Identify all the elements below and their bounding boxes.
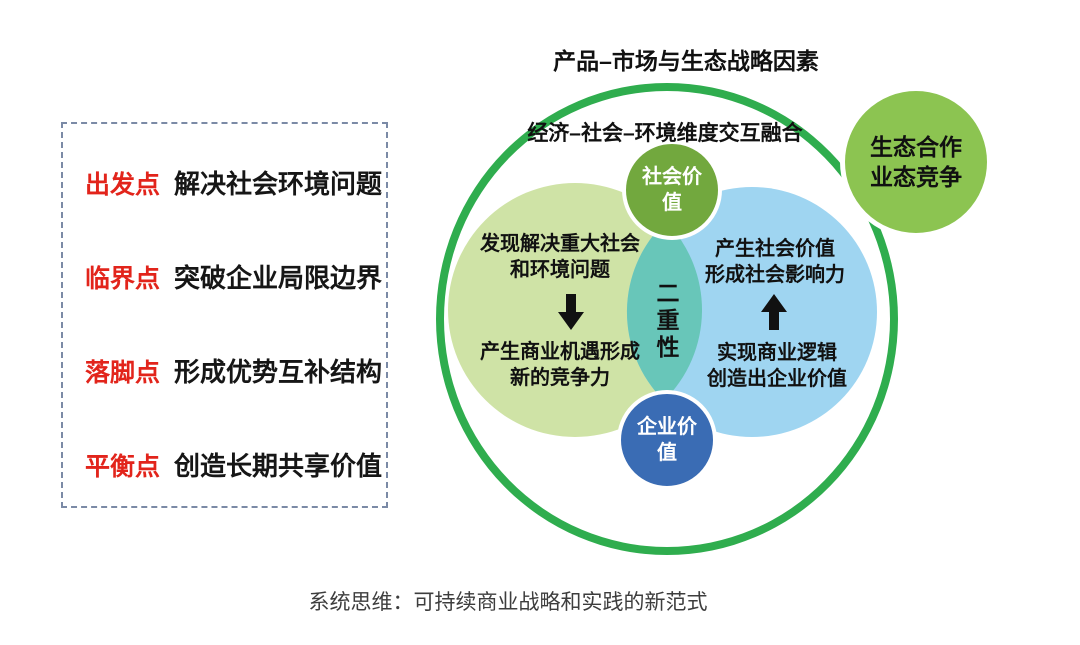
duality-vertical-label: 二 重 性 (656, 280, 680, 360)
key-point-label: 临界点 (85, 265, 161, 293)
key-points-panel: 出发点 解决社会环境问题 临界点 突破企业局限边界 落脚点 形成优势互补结构 平… (61, 122, 388, 508)
key-point-text: 形成优势互补结构 (174, 357, 383, 387)
enterprise-value-circle: 企业价 值 (617, 390, 717, 490)
social-value-circle: 社会价 值 (622, 140, 722, 240)
key-point-row: 出发点 解决社会环境问题 (85, 164, 382, 201)
right-circle-bottom-text: 实现商业逻辑 创造出企业价值 (707, 342, 847, 390)
key-point-row: 临界点 突破企业局限边界 (85, 258, 382, 295)
bottom-caption: 系统思维：可持续商业战略和实践的新范式 (308, 591, 708, 614)
key-point-row: 落脚点 形成优势互补结构 (85, 352, 382, 389)
left-circle-bottom-text: 产生商业机遇形成 新的竞争力 (480, 341, 640, 389)
key-point-text: 突破企业局限边界 (174, 263, 383, 293)
key-point-label: 平衡点 (85, 453, 161, 481)
key-point-text: 创造长期共享价值 (174, 451, 383, 481)
right-circle-top-text: 产生社会价值 形成社会影响力 (705, 238, 845, 286)
left-circle-top-text: 发现解决重大社会 和环境问题 (480, 233, 640, 281)
key-point-label: 落脚点 (85, 359, 161, 387)
key-point-text: 解决社会环境问题 (174, 169, 383, 199)
diagram-title: 产品–市场与生态战略因素 (553, 48, 819, 74)
outer-ecosystem-ring (436, 83, 898, 555)
key-point-row: 平衡点 创造长期共享价值 (85, 446, 382, 483)
up-arrow-icon (761, 294, 787, 330)
down-arrow-icon (558, 294, 584, 330)
eco-cooperation-circle: 生态合作 业态竞争 (840, 86, 992, 238)
ring-inner-title: 经济–社会–环境维度交互融合 (527, 122, 803, 145)
key-point-label: 出发点 (85, 171, 161, 199)
